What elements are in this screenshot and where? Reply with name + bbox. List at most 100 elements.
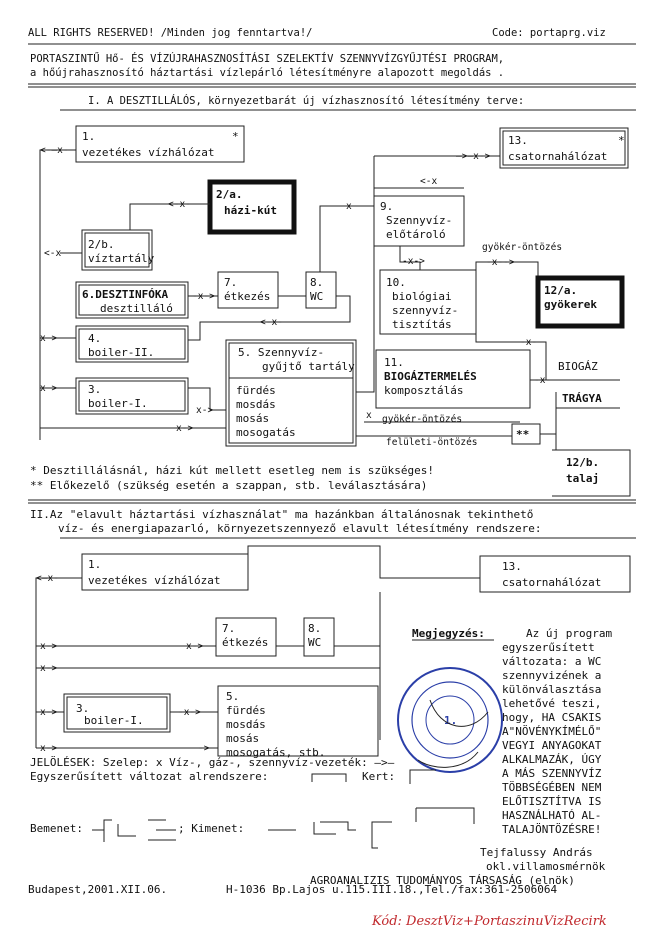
svg-text:<-x-: <-x- bbox=[260, 317, 283, 328]
program-title-1: PORTASZINTŰ Hő- ÉS VÍZÚJRAHASZNOSÍTÁSI S… bbox=[30, 51, 504, 65]
svg-text:Szennyvíz-: Szennyvíz- bbox=[386, 214, 452, 227]
svg-text:BIOGÁZTERMELÉS: BIOGÁZTERMELÉS bbox=[384, 370, 477, 383]
svg-text:1.: 1. bbox=[444, 714, 457, 727]
svg-text:mosdás: mosdás bbox=[226, 718, 266, 731]
svg-text:x->: x-> bbox=[176, 423, 193, 434]
svg-text:<–x-: <–x- bbox=[36, 573, 59, 584]
program-title-2: a hőújrahasznosító háztartási vízlepárló… bbox=[30, 67, 504, 79]
svg-text:-x-->: -x--> bbox=[486, 257, 515, 268]
author-name: Tejfalussy András bbox=[480, 846, 593, 859]
svg-text:<-x-: <-x- bbox=[44, 248, 67, 259]
output-symbol bbox=[268, 807, 475, 849]
svg-text:Az új program: Az új program bbox=[526, 627, 612, 640]
footer-code: Kód: DesztViz+PortaszinuVizRecirk bbox=[371, 914, 607, 929]
svg-text:5.: 5. bbox=[226, 690, 239, 703]
svg-text:2/a.: 2/a. bbox=[216, 188, 243, 201]
svg-text:csatornahálózat: csatornahálózat bbox=[502, 576, 601, 589]
box-7-dining-old: 7. étkezés bbox=[215, 617, 277, 657]
note-double-star: ** Előkezelő (szükség esetén a szappan, … bbox=[30, 479, 427, 492]
box-12a-roots: 12/a. gyökerek bbox=[535, 275, 625, 329]
section1-title: I. A DESZTILLÁLÓS, környezetbarát új víz… bbox=[88, 94, 524, 107]
svg-text:ELŐTISZTÍTVA IS: ELŐTISZTÍTVA IS bbox=[502, 794, 601, 808]
place-date: Budapest,2001.XII.06. bbox=[28, 883, 167, 896]
svg-text:víztartály: víztartály bbox=[88, 252, 155, 265]
svg-text:x: x bbox=[366, 410, 372, 421]
svg-text:6.DESZTINFÓKA: 6.DESZTINFÓKA bbox=[82, 288, 168, 301]
svg-text:A MÁS SZENNYVÍZ: A MÁS SZENNYVÍZ bbox=[502, 767, 602, 780]
svg-text:8.: 8. bbox=[310, 276, 323, 289]
svg-text:-x->: -x-> bbox=[192, 291, 215, 302]
label-biogas: BIOGÁZ bbox=[558, 360, 598, 373]
svg-text:7.: 7. bbox=[222, 622, 235, 635]
box-2a-house-well: 2/a. házi-kút bbox=[207, 179, 297, 235]
svg-text:fürdés: fürdés bbox=[226, 704, 266, 717]
svg-text:11.: 11. bbox=[384, 356, 404, 369]
section2-title-2: víz- és energiapazarló, környezetszennye… bbox=[58, 522, 541, 535]
svg-text:biológiai: biológiai bbox=[392, 290, 452, 303]
label-root-irrigation-2: gyökér-öntözés bbox=[382, 414, 462, 425]
label-manure: TRÁGYA bbox=[562, 392, 602, 405]
legend-line-1: JELÖLÉSEK: Szelep: x Víz-, gáz-, szennyv… bbox=[30, 756, 395, 769]
legend-input: Bemenet: bbox=[30, 822, 83, 835]
svg-text:13.: 13. bbox=[508, 134, 528, 147]
box-11-biogas-composting: 11. BIOGÁZTERMELÉS komposztálás bbox=[375, 349, 531, 409]
svg-text:12/b.: 12/b. bbox=[566, 456, 599, 469]
svg-text:x: x bbox=[346, 201, 352, 212]
box-7-dining: 7. étkezés bbox=[217, 271, 279, 309]
svg-text:mosogatás: mosogatás bbox=[236, 426, 296, 439]
svg-text:változata: a WC: változata: a WC bbox=[502, 655, 601, 668]
legend-output: ; Kimenet: bbox=[178, 822, 244, 835]
organization-name: AGROANALIZIS TUDOMÁNYOS TÁRSASÁG (elnök) bbox=[310, 874, 575, 887]
svg-text:szennyvíz-: szennyvíz- bbox=[392, 304, 458, 317]
box-8-wc: 8. WC bbox=[305, 271, 337, 309]
svg-text:-x-: -x- bbox=[534, 375, 551, 386]
label-surface-irrigation: felületi-öntözés bbox=[386, 437, 478, 448]
svg-text:csatornahálózat: csatornahálózat bbox=[508, 150, 607, 163]
code-text: Code: portaprg.viz bbox=[492, 27, 606, 39]
svg-text:boiler-I.: boiler-I. bbox=[84, 714, 144, 727]
svg-text:talaj: talaj bbox=[566, 472, 599, 485]
svg-text:9.: 9. bbox=[380, 200, 393, 213]
svg-text:házi-kút: házi-kút bbox=[224, 204, 277, 217]
svg-text:előtároló: előtároló bbox=[386, 228, 446, 241]
box-4-boiler-2: 4. boiler-II. bbox=[75, 325, 189, 363]
svg-text:TÖBBSÉGÉBEN NEM: TÖBBSÉGÉBEN NEM bbox=[502, 781, 602, 794]
svg-text:3.: 3. bbox=[76, 702, 89, 715]
svg-text:egyszerűsített: egyszerűsített bbox=[502, 641, 595, 654]
remark-heading: Megjegyzés: bbox=[412, 627, 485, 640]
svg-text:<-x: <-x bbox=[420, 176, 437, 187]
svg-text:x->: x-> bbox=[186, 641, 203, 652]
svg-text:desztilláló: desztilláló bbox=[100, 302, 173, 315]
input-symbol bbox=[92, 819, 176, 842]
svg-text:8.: 8. bbox=[308, 622, 321, 635]
box-3-boiler-1: 3. boiler-I. bbox=[75, 377, 189, 415]
svg-text:x->: x-> bbox=[40, 707, 57, 718]
legend-garden: Kert: bbox=[362, 770, 395, 783]
box-3-boiler-1-old: 3. boiler-I. bbox=[63, 693, 171, 733]
svg-text:12/a.: 12/a. bbox=[544, 284, 577, 297]
svg-text:boiler-I.: boiler-I. bbox=[88, 397, 148, 410]
svg-text:TALAJÖNTÖZÉSRE!: TALAJÖNTÖZÉSRE! bbox=[502, 823, 601, 836]
svg-text:vezetékes vízhálózat: vezetékes vízhálózat bbox=[88, 574, 220, 587]
svg-text:szennyvizének a: szennyvizének a bbox=[502, 669, 601, 682]
box-2b-water-tank: 2/b. víztartály bbox=[81, 229, 155, 271]
svg-text:tisztítás: tisztítás bbox=[392, 318, 452, 331]
svg-text:x->: x-> bbox=[196, 405, 213, 416]
svg-text:5. Szennyvíz-: 5. Szennyvíz- bbox=[238, 346, 324, 359]
svg-text:különválasztása: különválasztása bbox=[502, 683, 601, 696]
legend-line-2: Egyszerűsített változat alrendszere: bbox=[30, 770, 268, 783]
svg-text:3.: 3. bbox=[88, 383, 101, 396]
svg-text:-x->: -x-> bbox=[402, 256, 425, 267]
svg-text:komposztálás: komposztálás bbox=[384, 384, 463, 397]
box-1-water-network: 1. * vezetékes vízhálózat bbox=[75, 125, 245, 163]
box-5-wastewater-tank: 5. Szennyvíz- gyűjtő tartály fürdés mosd… bbox=[225, 339, 357, 447]
svg-text:<-–x-: <-–x- bbox=[40, 145, 69, 156]
svg-text:boiler-II.: boiler-II. bbox=[88, 346, 154, 359]
svg-text:étkezés: étkezés bbox=[224, 290, 270, 303]
svg-text:WC: WC bbox=[310, 290, 323, 303]
svg-text:x->: x-> bbox=[40, 743, 57, 754]
svg-text:mosogatás, stb.: mosogatás, stb. bbox=[226, 746, 325, 759]
svg-text:WC: WC bbox=[308, 636, 321, 649]
svg-text:-x-: -x- bbox=[520, 337, 537, 348]
